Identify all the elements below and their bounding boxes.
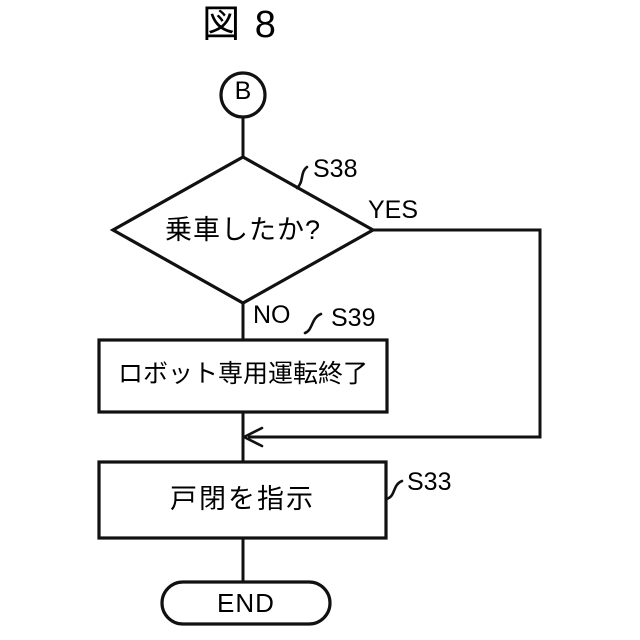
leader-line-s39: [303, 312, 323, 335]
leader-line-s33: [384, 479, 404, 501]
process-box-robot-operation-end: [97, 338, 389, 414]
connector-circle-b: [219, 71, 267, 119]
process-box-door-close-instruction: [97, 460, 388, 540]
edge-yes-branch: [248, 228, 542, 439]
decision-diamond: [109, 155, 377, 305]
leader-line-s38: [295, 165, 309, 190]
terminator-end: [160, 580, 332, 626]
